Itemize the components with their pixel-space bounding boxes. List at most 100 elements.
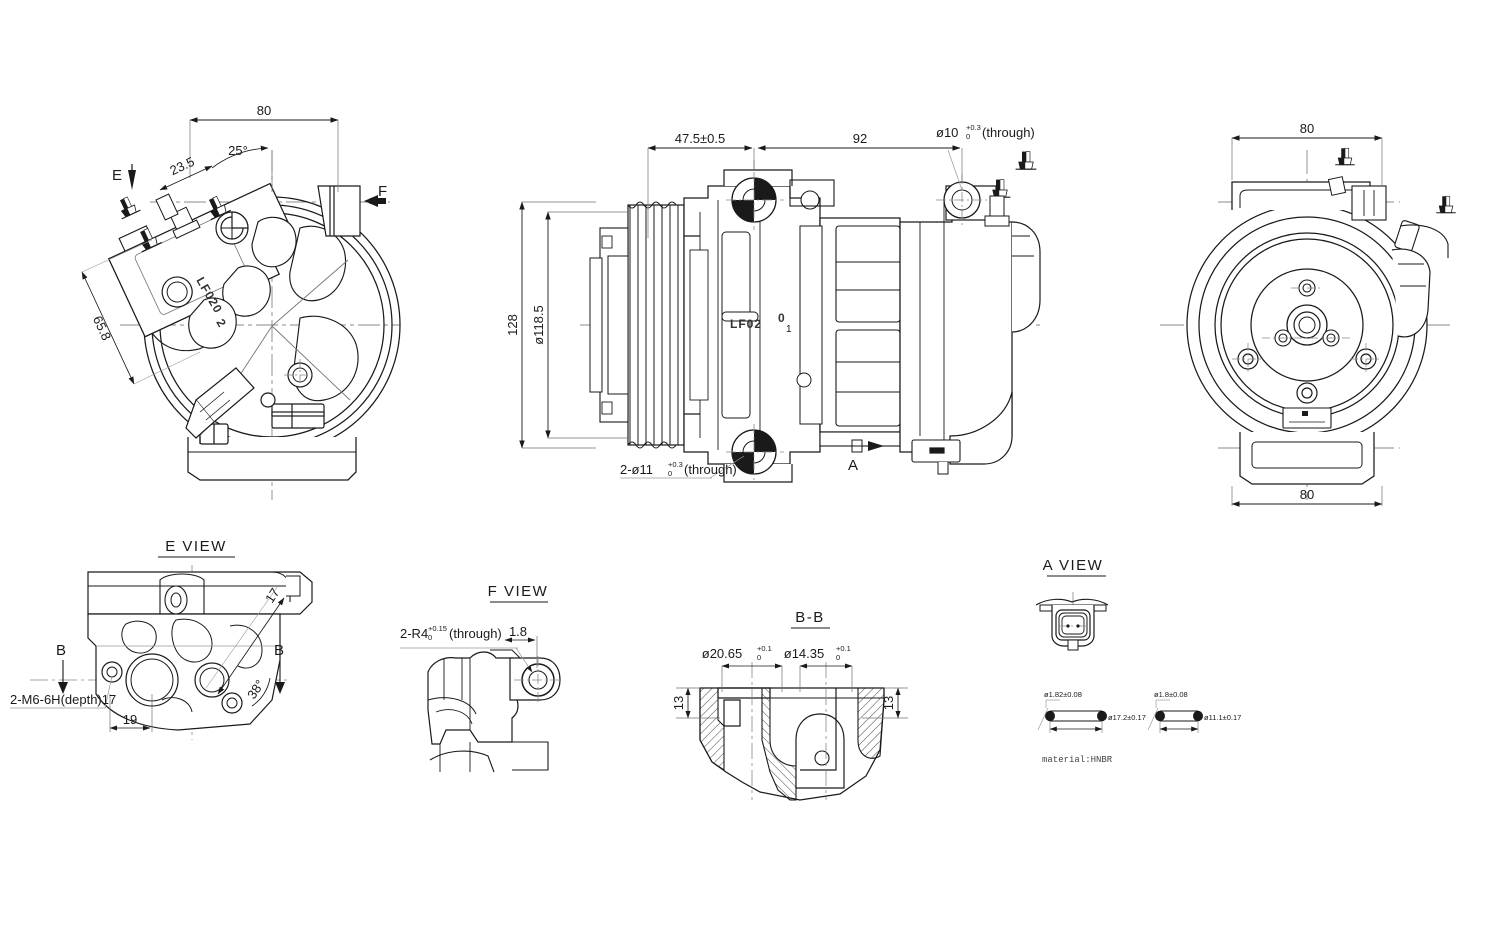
note-label-m6: 2-M6-6H(depth)17 xyxy=(10,692,116,707)
note-r4-tol-upper: +0.15 xyxy=(428,624,447,633)
marker-label-a: A xyxy=(848,457,858,474)
dim-bb-dia-20-65: ø20.65 +0.1 0 xyxy=(702,644,783,692)
note-r4-tol-lower: 0 xyxy=(428,633,432,642)
dim-label-rear-bottom-80: 80 xyxy=(1300,487,1314,502)
note-hole-2-dia11: 2-ø11 +0.3 0 (through) xyxy=(620,455,745,479)
dim-label-e-17: 17 xyxy=(262,585,283,605)
dim-20-65-tol-lower: 0 xyxy=(757,653,761,662)
casting-mark-0: 0 xyxy=(778,311,786,325)
dim-label-47-5: 47.5±0.5 xyxy=(675,131,726,146)
oring-table: ø1.82±0.08 ø17.2±0.17 ø1.8±0.08 ø11.1±0.… xyxy=(1037,690,1241,765)
dim-front-angle-25: 25° xyxy=(211,143,273,192)
front-hub-detail xyxy=(215,211,249,245)
front-view: 80 25° 23.5 65.8 E F xyxy=(81,103,401,500)
rear-side-ports xyxy=(1327,147,1457,338)
side-front-housing xyxy=(683,185,821,465)
note-dia10-base: ø10 xyxy=(936,125,958,140)
note-dia11-tol-lower: 0 xyxy=(668,469,672,478)
dim-f-view-1-8: 1.8 xyxy=(504,624,538,668)
side-cylinder-block xyxy=(796,217,901,453)
a-view-connector xyxy=(1035,592,1109,652)
note-dia11-tol-upper: +0.3 xyxy=(668,460,683,469)
note-dia11-base: 2-ø11 xyxy=(620,462,653,477)
casting-mark-lf02: LF02 xyxy=(730,317,762,331)
note-dia11-suffix: (through) xyxy=(684,462,737,477)
dim-rear-top-80: 80 xyxy=(1231,121,1383,186)
oring-small-cord: ø1.8±0.08 xyxy=(1154,690,1188,699)
bb-centerlines xyxy=(751,662,827,800)
dim-label-bb-14-35: ø14.35 xyxy=(784,646,824,661)
a-view: A VIEW xyxy=(1035,557,1109,652)
dim-side-47-5: 47.5±0.5 xyxy=(647,131,755,238)
side-mount-ear-top xyxy=(723,169,835,230)
marker-view-f: F xyxy=(364,183,387,207)
bb-hatching xyxy=(699,687,885,801)
marker-label-e: E xyxy=(112,167,122,184)
front-lower-boss xyxy=(284,359,316,391)
note-r4-suffix: (through) xyxy=(449,626,502,641)
bb-bores xyxy=(717,687,845,789)
dim-front-width-80: 80 xyxy=(189,103,339,192)
bb-section: B-B xyxy=(671,609,908,801)
e-view-title: E VIEW xyxy=(165,538,227,555)
marker-label-f: F xyxy=(378,183,387,200)
marker-view-a: A xyxy=(838,441,884,474)
dim-label-80-front: 80 xyxy=(257,103,271,118)
dim-e-view-17: 17 xyxy=(205,585,285,695)
f-view-geometry xyxy=(427,649,562,773)
rear-hub xyxy=(1286,304,1328,346)
dim-bb-dia-14-35: ø14.35 +0.1 0 xyxy=(784,644,853,692)
side-view: 47.5±0.5 92 128 ø118.5 ø10 +0.3 0 xyxy=(505,123,1041,483)
dim-label-f-1-8: 1.8 xyxy=(509,624,527,639)
e-view-body xyxy=(87,613,281,731)
dim-label-bb-20-65: ø20.65 xyxy=(702,646,742,661)
dim-side-92: 92 xyxy=(757,131,963,182)
dim-label-e-19: 19 xyxy=(123,712,137,727)
dim-label-bb-13-left: 13 xyxy=(671,696,686,710)
front-casting-ribs xyxy=(188,216,359,437)
side-rear-ports xyxy=(984,151,1041,333)
dim-20-65-tol-upper: +0.1 xyxy=(757,644,772,653)
note-r4-base: 2-R4 xyxy=(400,626,428,641)
marker-section-b-right: B xyxy=(274,642,285,694)
dim-label-25deg: 25° xyxy=(228,143,248,158)
marker-label-b-left: B xyxy=(56,642,66,659)
note-e-view-thread: 2-M6-6H(depth)17 xyxy=(10,675,116,709)
f-view-title: F VIEW xyxy=(488,583,549,600)
oring-material-label: material:HNBR xyxy=(1042,755,1113,765)
rear-name-plate xyxy=(1282,407,1332,429)
bb-section-title: B-B xyxy=(795,609,825,626)
dim-side-dia-118-5: ø118.5 xyxy=(531,211,628,439)
dim-bb-13-right: 13 xyxy=(862,687,908,719)
front-right-shoulder xyxy=(317,185,361,237)
dim-label-dia-118-5: ø118.5 xyxy=(531,305,546,345)
dim-bb-13-left: 13 xyxy=(671,687,720,719)
rear-bolt-holes xyxy=(1232,279,1382,404)
casting-mark-1: 1 xyxy=(786,324,792,335)
f-view: F VIEW 1.8 2-R4 xyxy=(400,583,562,773)
note-dia10-tol-lower: 0 xyxy=(966,132,970,141)
dim-label-128: 128 xyxy=(505,314,520,336)
front-suction-tube xyxy=(185,367,255,439)
oring-large-cord: ø1.82±0.08 xyxy=(1044,690,1082,699)
side-mount-ear-bottom xyxy=(723,424,793,483)
dim-label-bb-13-right: 13 xyxy=(881,696,896,710)
front-discharge-block xyxy=(260,392,325,429)
dim-14-35-tol-lower: 0 xyxy=(836,653,840,662)
dim-14-35-tol-upper: +0.1 xyxy=(836,644,851,653)
side-pulley xyxy=(589,201,685,449)
note-dia10-tol-upper: +0.3 xyxy=(966,123,981,132)
note-dia10-suffix: (through) xyxy=(982,125,1035,140)
oring-small: ø1.8±0.08 ø11.1±0.17 xyxy=(1147,690,1241,733)
dim-e-view-19: 19 xyxy=(109,694,153,732)
marker-label-b-right: B xyxy=(274,642,284,659)
rear-view: 80 80 xyxy=(1160,121,1457,507)
note-hole-dia10: ø10 +0.3 0 (through) xyxy=(936,123,1035,191)
front-stud-left xyxy=(155,193,179,221)
e-view: E VIEW xyxy=(10,538,313,740)
oring-large: ø1.82±0.08 ø17.2±0.17 xyxy=(1037,690,1146,733)
bb-top-face xyxy=(700,687,884,699)
oring-small-inner: ø11.1±0.17 xyxy=(1204,713,1241,722)
rear-bottom-foot xyxy=(1239,432,1375,485)
oring-large-inner: ø17.2±0.17 xyxy=(1108,713,1146,722)
